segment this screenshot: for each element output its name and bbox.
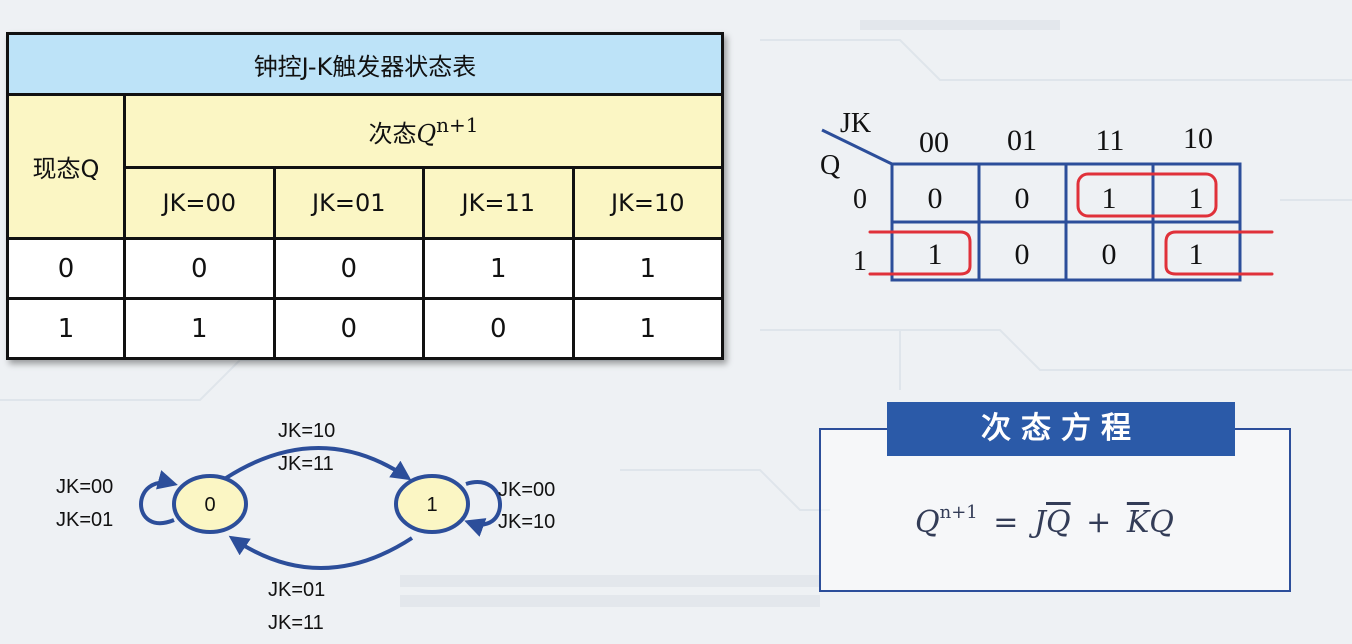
table-cell: 1 (123, 297, 276, 360)
kmap-cell: 0 (1015, 238, 1030, 271)
kmap-col-label: 00 (919, 126, 949, 159)
transition-arrow-0-to-1 (224, 446, 412, 481)
table-cell: 0 (123, 237, 276, 300)
table-cell: 1 (571, 237, 724, 300)
k-bar: K (1126, 505, 1150, 540)
kmap-group-kq-left (868, 230, 972, 276)
self-loop-label: JK=00 (56, 476, 113, 498)
row-q-cell: 0 (6, 237, 126, 300)
column-header: JK=11 (422, 166, 575, 240)
state-table: 钟控J-K触发器状态表 现态Q 次态Qn+1 JK=00 JK=01 JK=11… (6, 32, 724, 360)
kmap-col-label: 01 (1007, 124, 1037, 157)
kmap-group-jq (1076, 172, 1218, 218)
kmap-row-var: Q (820, 150, 840, 181)
q-bar: Q (1046, 505, 1071, 540)
table-cell: 0 (422, 297, 575, 360)
row-q-cell: 1 (6, 297, 126, 360)
kmap-cell: 0 (928, 182, 943, 215)
kmap-row-label: 0 (853, 184, 867, 215)
self-loop-label: JK=00 (498, 479, 555, 501)
table-row: 1 1 0 0 1 (6, 297, 724, 360)
table-cell: 1 (571, 297, 724, 360)
kmap-group-kq-right (1164, 230, 1274, 276)
kmap-cell: 1 (1189, 238, 1204, 271)
table-title: 钟控J-K触发器状态表 (6, 32, 724, 96)
kmap-cell: 0 (1102, 238, 1117, 271)
self-loop-1 (464, 480, 502, 537)
table-cell: 1 (422, 237, 575, 300)
column-header: JK=10 (571, 166, 724, 240)
kmap-col-var: JK (840, 108, 871, 139)
kmap-row-label: 1 (853, 246, 867, 277)
column-header: JK=00 (123, 166, 276, 240)
transition-arrow-1-to-0 (228, 535, 414, 570)
kmap-cell: 1 (928, 238, 943, 271)
next-state-equation: Qn+1 = JQ + KQ (915, 502, 1174, 540)
transition-label: JK=11 (268, 612, 324, 634)
state-label-0: 0 (204, 494, 215, 516)
state-node-1 (394, 474, 470, 534)
self-loop-label: JK=01 (56, 509, 113, 531)
kmap-corner-diagonal (821, 128, 893, 166)
kmap-col-label: 10 (1183, 122, 1213, 155)
self-loop-0 (139, 470, 178, 525)
column-header: JK=01 (272, 166, 425, 240)
transition-label: JK=11 (278, 453, 334, 475)
state-label-1: 1 (426, 494, 437, 516)
self-loop-label: JK=10 (498, 511, 555, 533)
table-cell: 0 (272, 237, 425, 300)
kmap-cell: 0 (1015, 182, 1030, 215)
kmap-grid (890, 162, 1242, 282)
state-diagram: 0 1 JK=10 JK=11 JK=01 JK=11 JK=00 JK=01 … (56, 420, 555, 634)
karnaugh-map: JK Q 00 01 11 10 0 1 0 0 1 1 1 0 0 1 (820, 108, 1274, 282)
table-cell: 0 (272, 297, 425, 360)
transition-label: JK=01 (268, 579, 325, 601)
transition-label: JK=10 (278, 420, 335, 442)
present-state-header: 现态Q (6, 93, 126, 240)
table-row: 0 0 0 1 1 (6, 237, 724, 300)
kmap-col-label: 11 (1096, 124, 1125, 157)
next-state-header: 次态Qn+1 (123, 93, 724, 169)
equation-title: 次态方程 (887, 402, 1235, 456)
kmap-cell: 1 (1189, 182, 1204, 215)
state-node-0 (172, 474, 248, 534)
kmap-cell: 1 (1102, 182, 1117, 215)
